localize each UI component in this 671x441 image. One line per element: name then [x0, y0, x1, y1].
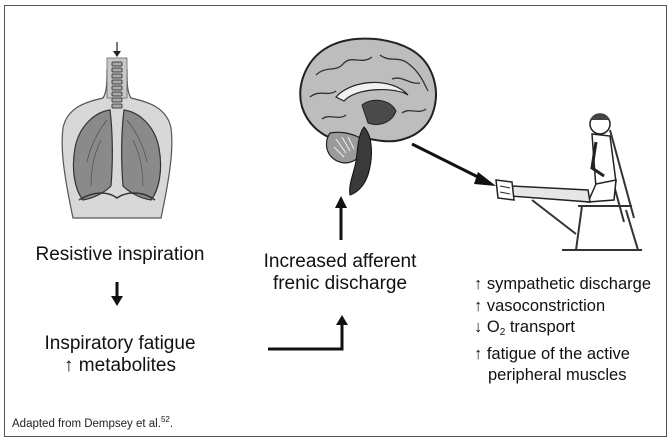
effect-vasoconstriction: ↑ vasoconstriction [474, 296, 651, 318]
arrow-resistive-to-fatigue [110, 282, 124, 308]
peripheral-effects-list: ↑ sympathetic discharge ↑ vasoconstricti… [474, 274, 651, 387]
caption-period: . [170, 418, 173, 430]
effect-o2-transport: ↓ O2 transport [474, 317, 651, 344]
leg-exercise-illustration [492, 110, 642, 260]
arrow-brain-to-muscles [412, 142, 498, 188]
metabolites-text: metabolites [79, 355, 176, 376]
resistive-inspiration-label: Resistive inspiration [30, 244, 210, 266]
increased-afferent-line2: frenic discharge [255, 273, 425, 295]
effect-fatigue-line2: peripheral muscles [474, 365, 651, 387]
inspiratory-fatigue-label: Inspiratory fatigue ↑ metabolites [30, 333, 210, 377]
caption-text: Adapted from Dempsey et al. [12, 418, 161, 430]
source-caption: Adapted from Dempsey et al.52. [12, 415, 173, 430]
caption-reference: 52 [161, 415, 170, 424]
inspiratory-fatigue-line1: Inspiratory fatigue [30, 333, 210, 355]
effect-fatigue-line1: ↑ fatigue of the active [474, 344, 651, 366]
arrow-fatigue-to-afferent [268, 315, 358, 355]
increased-afferent-label: Increased afferent frenic discharge [255, 251, 425, 295]
transport-text: transport [505, 318, 575, 336]
arrow-afferent-to-brain [334, 196, 348, 240]
lungs-illustration [55, 40, 180, 225]
up-arrow-symbol: ↑ [64, 355, 74, 376]
increased-afferent-line1: Increased afferent [255, 251, 425, 273]
down-arrow-symbol: ↓ [474, 318, 482, 336]
metabolites-line: ↑ metabolites [30, 355, 210, 377]
o2-symbol: O2 [487, 318, 505, 336]
effect-sympathetic: ↑ sympathetic discharge [474, 274, 651, 296]
